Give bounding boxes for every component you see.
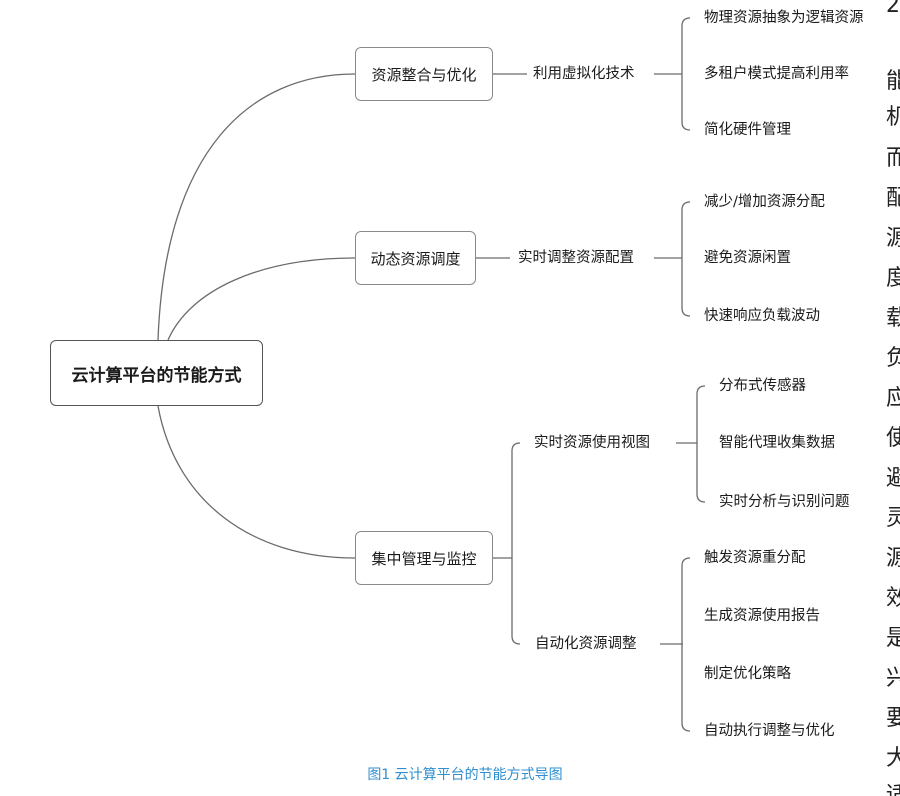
side-char: 2 (886, 0, 900, 18)
side-char: 能 (886, 69, 900, 94)
mid-label-s1: 实时资源使用视图 (534, 433, 650, 453)
connector-root-branch-2 (167, 257, 356, 341)
leaf-s2-1: 触发资源重分配 (704, 548, 806, 568)
leaf-b2-3: 快速响应负载波动 (704, 306, 820, 326)
root-node: 云计算平台的节能方式 (50, 340, 263, 406)
side-char: 配 (886, 186, 900, 211)
connector-root-branch-3 (157, 405, 356, 559)
mid-label-b2: 实时调整资源配置 (518, 248, 634, 268)
side-char: 灵 (886, 506, 900, 531)
connector-b3-bracket (511, 442, 521, 645)
side-char: 兴 (886, 666, 900, 691)
leaf-b1-1: 物理资源抽象为逻辑资源 (704, 8, 864, 28)
side-char: 使 (886, 426, 900, 451)
leaf-s1-1: 分布式传感器 (719, 376, 806, 396)
mid-label-s2: 自动化资源调整 (535, 634, 637, 654)
side-char: 度 (886, 266, 900, 291)
branch-node-2: 动态资源调度 (355, 231, 476, 285)
branch-node-3: 集中管理与监控 (355, 531, 493, 585)
leaf-s2-2: 生成资源使用报告 (704, 606, 820, 626)
connector-b2-bracket (681, 201, 691, 317)
connector-b1-bracket (681, 17, 691, 131)
connector-s1-bracket (696, 385, 706, 503)
connector-root-branch-1 (157, 73, 356, 341)
side-char: 源 (886, 226, 900, 251)
side-char: 适 (886, 783, 900, 796)
leaf-b2-2: 避免资源闲置 (704, 248, 791, 268)
connector-s2-bracket (681, 557, 691, 732)
leaf-s1-3: 实时分析与识别问题 (719, 492, 850, 512)
side-char: 是 (886, 626, 900, 651)
side-char: 效 (886, 586, 900, 611)
clipped-side-text: 2 能 机 而 配 源 度 载 负 应 使 避 灵 源 效 是 兴 要 大 适 (886, 0, 900, 796)
side-char: 避 (886, 466, 900, 491)
side-char: 源 (886, 546, 900, 571)
leaf-s2-3: 制定优化策略 (704, 664, 791, 684)
side-char: 载 (886, 306, 900, 331)
side-char: 要 (886, 706, 900, 731)
leaf-s2-4: 自动执行调整与优化 (704, 721, 835, 741)
side-char: 大 (886, 746, 900, 771)
side-char: 负 (886, 346, 900, 371)
mid-label-b1: 利用虚拟化技术 (533, 64, 635, 84)
side-char: 机 (886, 105, 900, 130)
branch-node-1: 资源整合与优化 (355, 47, 493, 101)
figure-caption: 图1 云计算平台的节能方式导图 (367, 767, 563, 783)
side-char: 应 (886, 386, 900, 411)
side-char: 而 (886, 146, 900, 171)
leaf-b1-2: 多租户模式提高利用率 (704, 64, 849, 84)
leaf-b1-3: 简化硬件管理 (704, 120, 791, 140)
leaf-b2-1: 减少/增加资源分配 (704, 192, 825, 212)
leaf-s1-2: 智能代理收集数据 (719, 433, 835, 453)
